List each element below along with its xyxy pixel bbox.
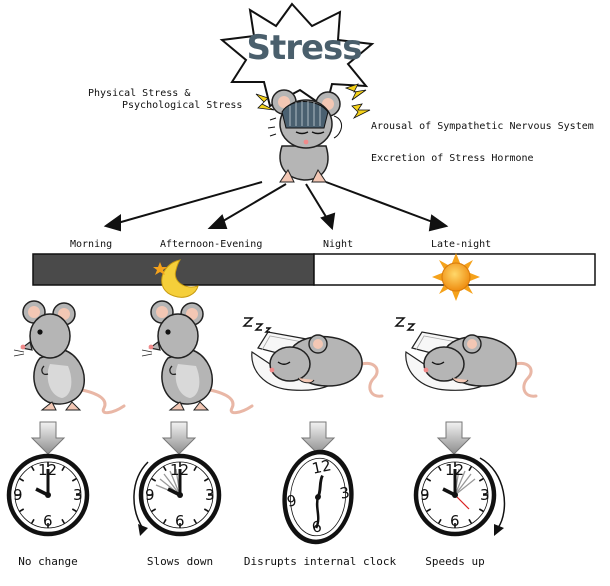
stress-title: Stress bbox=[246, 28, 362, 68]
star-icon bbox=[153, 262, 167, 275]
sleep-z-icon bbox=[242, 317, 272, 333]
clock-number-6: 6 bbox=[175, 512, 185, 530]
clock-number-12: 12 bbox=[38, 461, 58, 479]
clock-number-3: 3 bbox=[205, 486, 215, 504]
clock-number-9: 9 bbox=[420, 486, 430, 504]
stress-burst bbox=[219, 2, 375, 110]
stressed-mouse bbox=[267, 89, 342, 183]
phase-label-afternoon-evening: Afternoon-Evening bbox=[160, 239, 263, 250]
down-arrow-icon bbox=[437, 421, 471, 455]
fast-direction-arrow bbox=[479, 457, 506, 529]
response-sympathetic: Arousal of Sympathetic Nervous System bbox=[371, 121, 594, 132]
response-hormone: Excretion of Stress Hormone bbox=[371, 153, 534, 164]
awake-mouse-morning bbox=[12, 299, 126, 415]
moon-icon bbox=[161, 259, 199, 298]
result-late-night: Speeds up bbox=[425, 555, 485, 568]
lightning-icon bbox=[255, 93, 275, 111]
down-arrow-icon bbox=[162, 421, 196, 455]
lightning-icon bbox=[351, 103, 371, 120]
result-morning: No change bbox=[18, 555, 78, 568]
stress-type-line1: Physical Stress & bbox=[88, 88, 191, 99]
clock-number-12: 12 bbox=[170, 461, 190, 479]
sleeping-mouse-late-night bbox=[404, 330, 538, 398]
sleeping-mouse-night bbox=[250, 330, 384, 398]
awake-mouse-afternoon bbox=[140, 299, 254, 415]
clock-icon-distorted bbox=[282, 449, 354, 545]
result-afternoon-evening: Slows down bbox=[146, 555, 214, 568]
phase-arrows bbox=[103, 181, 449, 232]
phase-label-late-night: Late-night bbox=[431, 239, 492, 250]
clock-number-3: 3 bbox=[73, 486, 83, 504]
lightning-icon bbox=[344, 83, 367, 101]
clock-icon bbox=[416, 456, 494, 534]
down-arrow-icon bbox=[301, 421, 335, 455]
clock-number-6: 6 bbox=[450, 512, 460, 530]
stress-type-line2: Psychological Stress bbox=[122, 100, 243, 111]
phase-label-morning: Morning bbox=[70, 239, 113, 250]
clock-number-9: 9 bbox=[13, 486, 23, 504]
clock-number-12: 12 bbox=[445, 461, 465, 479]
sun-icon bbox=[432, 253, 480, 301]
clock-icon bbox=[141, 456, 219, 534]
clock-icon bbox=[9, 456, 87, 534]
slow-direction-arrow bbox=[133, 461, 149, 531]
clock-number-6: 6 bbox=[43, 512, 53, 530]
result-night: Disrupts internal clock bbox=[243, 555, 397, 568]
clock-number-9: 9 bbox=[145, 486, 155, 504]
clock-number-3: 3 bbox=[480, 486, 490, 504]
sleep-z-icon bbox=[394, 317, 416, 331]
phase-label-night: Night bbox=[323, 239, 354, 250]
down-arrow-icon bbox=[31, 421, 65, 455]
